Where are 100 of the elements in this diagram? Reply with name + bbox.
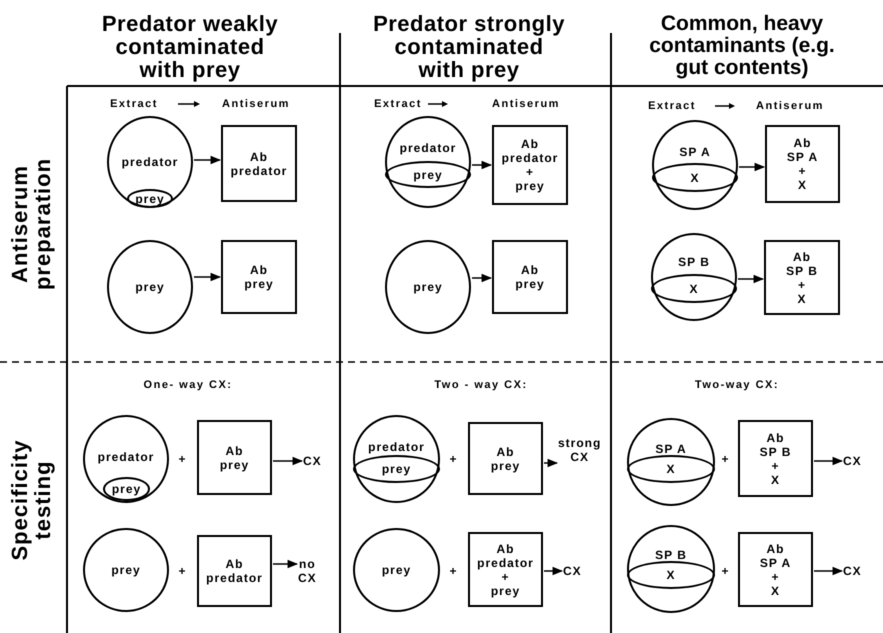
node-label: CX bbox=[843, 564, 862, 578]
node-label: predator bbox=[122, 155, 178, 169]
antiserum-box bbox=[221, 125, 297, 202]
arrow bbox=[273, 456, 304, 466]
arrow bbox=[273, 560, 298, 568]
node-label: Ab predator + prey bbox=[477, 542, 534, 598]
node-label: Ab SP B + X bbox=[786, 250, 818, 306]
row-heading: Antiserum preparation bbox=[8, 156, 54, 292]
column-heading: Common, heavy contaminants (e.g. gut contents) bbox=[648, 13, 836, 79]
node-label: Ab SP B + X bbox=[760, 430, 792, 486]
plus-sign: + bbox=[448, 564, 458, 578]
section-label: Antiserum bbox=[755, 100, 825, 112]
node-label: Ab prey bbox=[244, 263, 274, 291]
arrow bbox=[194, 272, 222, 282]
node-label: CX bbox=[303, 454, 322, 468]
extract-circle bbox=[353, 415, 440, 503]
extract-circle bbox=[627, 418, 715, 506]
node-label: prey bbox=[135, 192, 165, 206]
row-heading: Specificity testing bbox=[8, 438, 54, 563]
node-label: Ab prey bbox=[490, 444, 520, 472]
extract-circle bbox=[385, 240, 471, 334]
arrow bbox=[814, 456, 844, 466]
plus-sign: + bbox=[448, 452, 458, 466]
node-label: X bbox=[666, 568, 676, 582]
extract-circle bbox=[353, 528, 440, 612]
contaminant-ellipse bbox=[353, 455, 440, 483]
node-label: prey bbox=[413, 280, 443, 294]
section-label: Two - way CX: bbox=[433, 379, 529, 391]
arrow bbox=[472, 274, 492, 282]
node-label: Ab SP A + X bbox=[786, 136, 818, 192]
section-label: One- way CX: bbox=[142, 379, 234, 391]
node-label: CX bbox=[843, 454, 862, 468]
extract-circle bbox=[652, 120, 738, 210]
node-label: prey bbox=[135, 280, 165, 294]
contaminant-ellipse bbox=[127, 189, 173, 208]
arrow bbox=[814, 566, 844, 576]
antiserum-box bbox=[221, 240, 297, 314]
column-heading: Predator strongly contaminated with prey bbox=[372, 12, 566, 80]
arrow bbox=[739, 162, 766, 172]
section-label: Extract bbox=[109, 98, 159, 110]
plus-sign: + bbox=[720, 452, 730, 466]
node-label: prey bbox=[382, 462, 412, 476]
section-label: Antiserum bbox=[221, 98, 291, 110]
node-label: X bbox=[690, 170, 700, 184]
node-label: predator bbox=[400, 141, 456, 155]
node-label: CX bbox=[563, 564, 582, 578]
antiserum-box bbox=[764, 240, 840, 315]
antiserum-box bbox=[492, 240, 568, 314]
extract-circle bbox=[107, 116, 193, 208]
section-label: Extract bbox=[373, 98, 423, 110]
node-label: prey bbox=[111, 563, 141, 577]
antiserum-box bbox=[468, 532, 543, 607]
antiserum-box bbox=[197, 420, 272, 495]
arrow bbox=[738, 274, 764, 284]
node-label: SP A bbox=[679, 145, 711, 159]
contaminant-ellipse bbox=[103, 477, 150, 501]
arrow bbox=[194, 156, 222, 164]
node-label: X bbox=[689, 282, 698, 296]
antiserum-box bbox=[738, 420, 813, 497]
node-label: predator bbox=[368, 440, 425, 454]
node-label: no CX bbox=[298, 557, 317, 585]
extract-circle bbox=[651, 233, 737, 321]
contaminant-ellipse bbox=[385, 161, 471, 188]
extract-circle bbox=[83, 528, 169, 612]
antiserum-box bbox=[765, 125, 840, 203]
node-label: prey bbox=[413, 168, 443, 182]
antiserum-box bbox=[738, 532, 813, 607]
node-label: Ab SP A + X bbox=[760, 542, 792, 598]
node-label: SP B bbox=[678, 255, 710, 269]
plus-sign: + bbox=[720, 564, 730, 578]
plus-sign: + bbox=[177, 564, 186, 578]
node-label: SP B bbox=[655, 548, 687, 562]
extract-circle bbox=[83, 415, 169, 503]
node-label: predator bbox=[98, 450, 154, 464]
node-label: Ab prey bbox=[220, 444, 250, 472]
contaminant-ellipse bbox=[627, 455, 715, 483]
arrow bbox=[544, 458, 558, 468]
section-label: Two-way CX: bbox=[694, 379, 780, 391]
contaminant-ellipse bbox=[651, 274, 737, 303]
node-label: Ab prey bbox=[515, 263, 545, 291]
node-label: Ab predator bbox=[230, 150, 288, 178]
node-label: X bbox=[666, 462, 676, 476]
extract-circle bbox=[627, 525, 715, 613]
antiserum-box bbox=[197, 535, 272, 607]
section-label: Extract bbox=[647, 100, 697, 112]
contaminant-ellipse bbox=[652, 163, 738, 192]
extract-circle bbox=[385, 116, 471, 208]
plus-sign: + bbox=[177, 452, 186, 466]
extract-circle bbox=[107, 240, 193, 334]
antiserum-box bbox=[468, 422, 543, 495]
contaminant-ellipse bbox=[627, 561, 715, 589]
node-label: Ab predator bbox=[206, 557, 263, 585]
node-label: prey bbox=[382, 563, 412, 577]
node-label: strong CX bbox=[558, 436, 602, 464]
node-label: prey bbox=[112, 482, 142, 496]
column-heading: Predator weakly contaminated with prey bbox=[100, 12, 280, 80]
node-label: SP A bbox=[655, 442, 687, 456]
arrow bbox=[544, 566, 564, 576]
node-label: Ab predator + prey bbox=[502, 137, 558, 193]
section-label: Antiserum bbox=[491, 98, 561, 110]
